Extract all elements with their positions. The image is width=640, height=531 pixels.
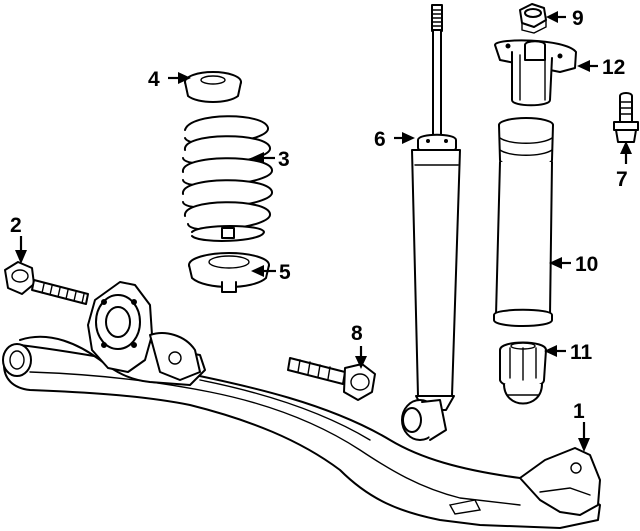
callout-label-2: 2 (10, 214, 22, 237)
lower-spring-insulator (188, 252, 270, 293)
callout-4: 4 (148, 68, 191, 91)
callout-label-4: 4 (148, 68, 160, 91)
callout-label-3: 3 (278, 148, 290, 171)
callout-5: 5 (251, 261, 291, 284)
callout-10: 10 (549, 253, 598, 276)
upper-spring-insulator (184, 71, 242, 103)
callout-8: 8 (351, 322, 367, 369)
callout-12: 12 (577, 56, 625, 79)
callout-label-10: 10 (575, 253, 598, 276)
callout-label-12: 12 (602, 56, 625, 79)
coil-spring (182, 115, 273, 242)
callout-label-11: 11 (570, 341, 593, 364)
upper-mount (494, 39, 577, 107)
callout-3: 3 (251, 148, 290, 171)
callout-label-8: 8 (351, 322, 363, 345)
callout-11: 11 (544, 341, 593, 364)
bump-stop (499, 341, 547, 405)
callout-7: 7 (616, 141, 632, 191)
callout-2: 2 (10, 214, 27, 264)
callout-9: 9 (546, 7, 584, 30)
callout-6: 6 (374, 128, 415, 151)
shock-absorber (401, 4, 461, 441)
bolt-7 (613, 92, 639, 143)
callout-label-5: 5 (279, 261, 291, 284)
axle-beam (2, 281, 601, 529)
callout-label-1: 1 (573, 400, 585, 423)
callout-1: 1 (573, 400, 590, 452)
bolt-2 (4, 261, 89, 305)
callout-label-9: 9 (572, 7, 584, 30)
dust-boot (493, 117, 554, 327)
bolt-8 (287, 357, 376, 401)
callout-label-7: 7 (616, 168, 628, 191)
nut (519, 3, 547, 34)
callout-label-6: 6 (374, 128, 386, 151)
